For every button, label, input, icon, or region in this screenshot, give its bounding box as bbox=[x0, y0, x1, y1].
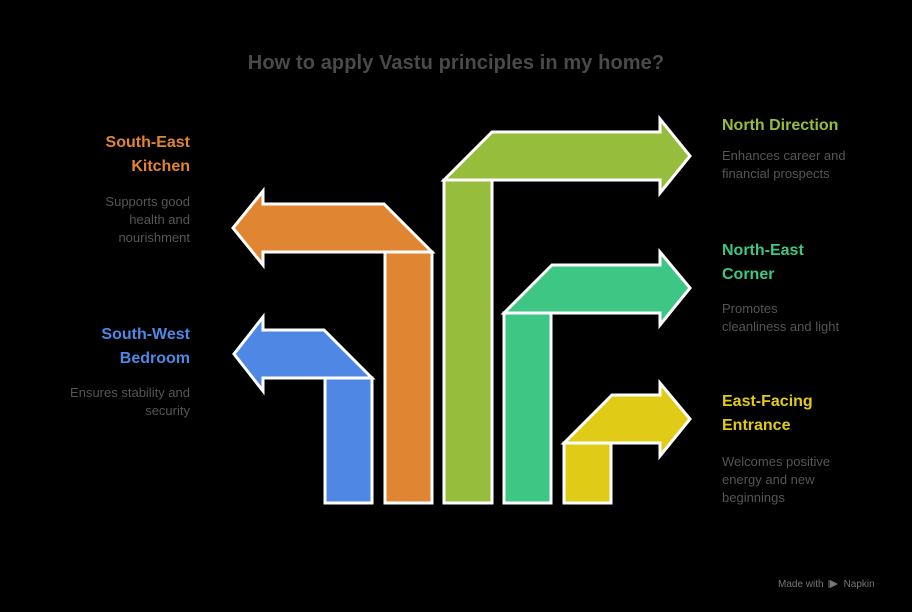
made-with-label: Made with bbox=[778, 578, 824, 590]
south-west-description: Ensures stability and security bbox=[30, 384, 190, 420]
heading-line: Kitchen bbox=[131, 158, 190, 175]
description-line: energy and new bbox=[722, 472, 815, 487]
heading-line: South-East bbox=[105, 134, 190, 151]
heading-line: East-Facing bbox=[722, 393, 813, 410]
south-east-description: Supports good health and nourishment bbox=[40, 193, 190, 247]
east-description: Welcomes positive energy and new beginni… bbox=[722, 453, 892, 507]
heading-line: Entrance bbox=[722, 417, 791, 434]
north-arrow bbox=[440, 114, 692, 505]
south-west-heading: South-West Bedroom bbox=[30, 323, 190, 371]
south-east-heading: South-East Kitchen bbox=[40, 131, 190, 179]
description-line: Enhances career and bbox=[722, 148, 846, 163]
east-arrow bbox=[560, 378, 692, 505]
south-east-kitchen-block: South-East Kitchen Supports good health … bbox=[40, 131, 190, 247]
heading-line: South-West bbox=[101, 326, 190, 343]
heading-line: North-East bbox=[722, 242, 804, 259]
heading-line: Corner bbox=[722, 266, 775, 283]
north-direction-block: North Direction Enhances career and fina… bbox=[722, 114, 892, 183]
description-line: financial prospects bbox=[722, 166, 830, 181]
description-line: cleanliness and light bbox=[722, 319, 840, 334]
north-heading: North Direction bbox=[722, 114, 892, 138]
south-east-arrow bbox=[231, 186, 436, 505]
south-west-bedroom-block: South-West Bedroom Ensures stability and… bbox=[30, 323, 190, 420]
description-line: health and bbox=[129, 212, 190, 227]
east-heading: East-Facing Entrance bbox=[722, 390, 892, 438]
description-line: nourishment bbox=[118, 230, 190, 245]
description-line: security bbox=[145, 403, 190, 418]
heading-line: North Direction bbox=[722, 117, 839, 134]
north-description: Enhances career and financial prospects bbox=[722, 147, 892, 183]
heading-line: Bedroom bbox=[119, 350, 190, 367]
description-line: beginnings bbox=[722, 490, 785, 505]
south-west-arrow bbox=[232, 312, 376, 505]
east-facing-entrance-block: East-Facing Entrance Welcomes positive e… bbox=[722, 390, 892, 507]
description-line: Supports good bbox=[105, 194, 190, 209]
north-east-description: Promotes cleanliness and light bbox=[722, 300, 892, 336]
description-line: Welcomes positive bbox=[722, 454, 831, 469]
made-with-napkin-footer: Made with Napkin bbox=[778, 578, 875, 590]
diagram-title: How to apply Vastu principles in my home… bbox=[247, 52, 665, 74]
description-line: Ensures stability and bbox=[70, 385, 190, 400]
north-east-heading: North-East Corner bbox=[722, 239, 892, 287]
north-east-corner-block: North-East Corner Promotes cleanliness a… bbox=[722, 239, 892, 336]
north-east-arrow bbox=[500, 247, 692, 505]
napkin-brand-label: Napkin bbox=[843, 578, 875, 590]
description-line: Promotes bbox=[722, 301, 778, 316]
napkin-logo-icon bbox=[828, 580, 838, 588]
